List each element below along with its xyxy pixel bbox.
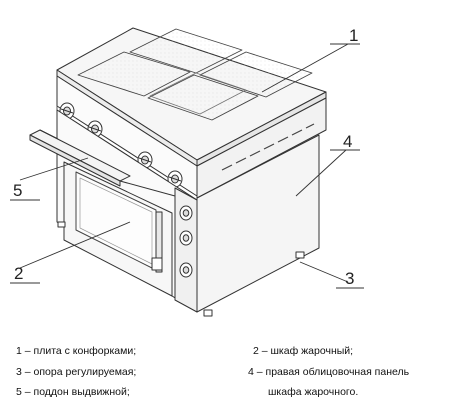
legend-item-5: 5 – поддон выдвижной; xyxy=(16,386,130,398)
stove-illustration xyxy=(29,27,327,317)
callout-4: 4 xyxy=(343,132,352,151)
side-knob-icon xyxy=(179,230,193,246)
callout-2: 2 xyxy=(14,264,23,283)
vent-slots xyxy=(221,123,315,171)
hob-plates xyxy=(77,28,313,121)
hob-plate-rear-right xyxy=(129,28,243,74)
pull-out-tray xyxy=(29,129,176,197)
legend-item-1: 1 – плита с конфорками; xyxy=(16,345,137,357)
adjustable-legs xyxy=(57,221,305,317)
knob-icon xyxy=(59,102,75,120)
leader-lines xyxy=(10,43,364,289)
callout-1: 1 xyxy=(349,26,358,45)
hob-plate-front-left xyxy=(147,74,259,121)
door-handle xyxy=(151,211,163,273)
legend-item-4-continued: шкафа жарочного. xyxy=(268,386,359,398)
hob-plate-rear-left xyxy=(77,51,191,97)
callout-3: 3 xyxy=(345,269,354,288)
legend-item-3: 3 – опора регулируемая; xyxy=(16,366,137,378)
side-knob-icon xyxy=(179,205,193,221)
side-knob-icon xyxy=(179,262,193,278)
legend-item-4: 4 – правая облицовочная панель xyxy=(248,366,410,378)
legend-item-2: 2 – шкаф жарочный; xyxy=(253,345,354,357)
knob-icon xyxy=(167,170,183,188)
callout-5: 5 xyxy=(13,181,22,200)
